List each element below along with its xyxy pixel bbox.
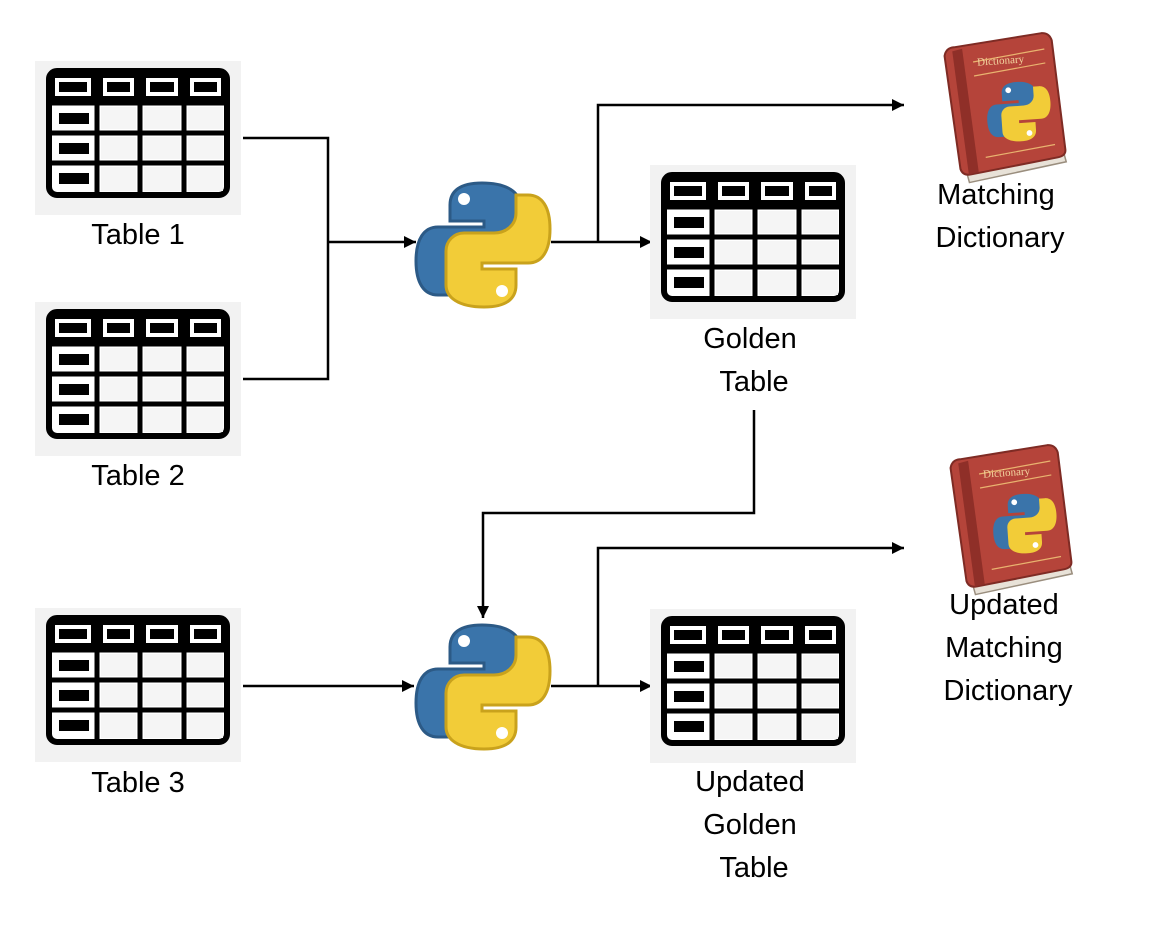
- updated-golden-table-node: Updated Golden Table: [650, 609, 856, 884]
- dictionary-book-icon: Dictionary: [942, 31, 1069, 185]
- updated-matching-dictionary-node: Dictionary Updated Matching Dictionary: [944, 443, 1075, 707]
- python2-to-updated-dictionary-arrow: [596, 542, 904, 686]
- table-3-label: Table 3: [91, 767, 185, 799]
- updated-matching-dictionary-label: Updated Matching Dictionary: [944, 589, 1073, 707]
- table-icon: [35, 302, 241, 456]
- table-2-label: Table 2: [91, 460, 185, 492]
- matching-dictionary-label: Matching Dictionary: [936, 179, 1065, 254]
- table-icon: [35, 61, 241, 215]
- golden-table-node: Golden Table: [650, 165, 856, 398]
- updated-golden-table-label: Updated Golden Table: [695, 766, 813, 884]
- svg-text:Dictionary: Dictionary: [983, 465, 1031, 480]
- golden-to-python2-arrow: [477, 410, 756, 618]
- svg-text:Dictionary: Dictionary: [977, 53, 1025, 68]
- table-3-node: Table 3: [35, 608, 241, 799]
- table-2-node: Table 2: [35, 302, 241, 492]
- python-merge-step-2: [414, 623, 552, 751]
- python-logo-icon: [414, 181, 552, 309]
- connectors: [243, 99, 904, 692]
- matching-dictionary-node: Dictionary Matching Dictionary: [936, 31, 1069, 254]
- table2-to-merge-connector: [243, 242, 330, 381]
- table1-to-merge-connector: [243, 136, 330, 242]
- table-1-node: Table 1: [35, 61, 241, 251]
- golden-table-label: Golden Table: [703, 323, 805, 398]
- table-icon: [35, 608, 241, 762]
- python1-to-dictionary-arrow: [596, 99, 904, 242]
- table-icon: [650, 609, 856, 763]
- python-merge-step-1: [414, 181, 552, 309]
- dictionary-book-icon: Dictionary: [948, 443, 1075, 597]
- python-logo-icon: [414, 623, 552, 751]
- table-1-label: Table 1: [91, 219, 185, 251]
- table-icon: [650, 165, 856, 319]
